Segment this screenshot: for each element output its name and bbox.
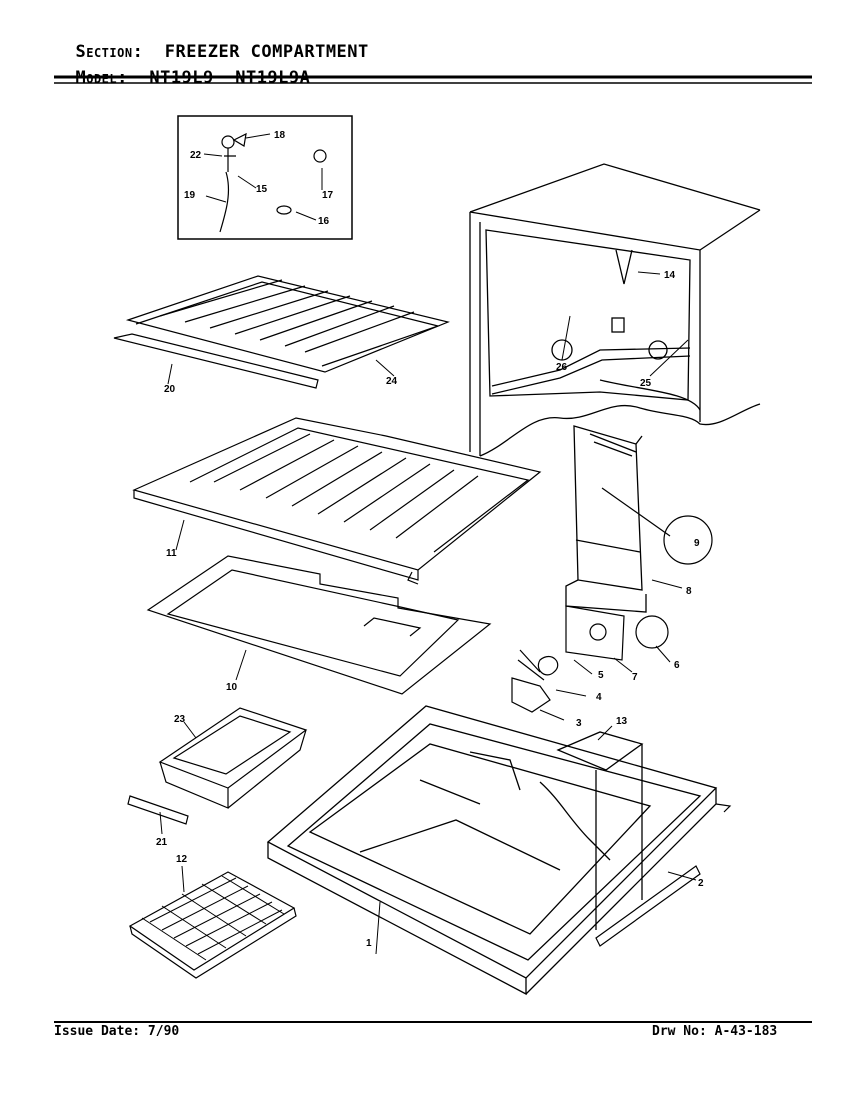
- callout-21: 21: [156, 837, 168, 848]
- screw-callout-9: [663, 515, 713, 565]
- section-title: FREEZER COMPARTMENT: [164, 42, 369, 62]
- callout-14: 14: [664, 270, 676, 281]
- callout-22: 22: [190, 150, 202, 161]
- air-duct-8: [565, 425, 647, 613]
- callout-17: 17: [322, 190, 334, 201]
- callout-26: 26: [556, 362, 568, 373]
- callout-11: 11: [166, 548, 177, 559]
- inset-box: [177, 115, 353, 240]
- callout-6: 6: [674, 660, 680, 671]
- screw-leader-9: [601, 487, 671, 537]
- callout-19: 19: [184, 190, 196, 201]
- callout-1: 1: [366, 938, 372, 949]
- liner-panel-10: [146, 555, 492, 695]
- callout-leaders: [159, 133, 697, 955]
- callout-2: 2: [698, 878, 704, 889]
- callout-20: 20: [164, 384, 176, 395]
- callout-5: 5: [598, 670, 604, 681]
- glass-shelf-11: [132, 417, 542, 585]
- fan-assembly: [511, 605, 669, 713]
- freezer-tray-23: [158, 707, 308, 809]
- callout-7: 7: [632, 672, 638, 683]
- callout-15: 15: [256, 184, 268, 195]
- callout-18: 18: [274, 130, 286, 141]
- shelf-rail-20: [113, 333, 319, 389]
- wire-shelf-24: [125, 275, 450, 373]
- callout-9: 9: [694, 538, 700, 549]
- callout-25: 25: [640, 378, 652, 389]
- tray-rail-21: [127, 795, 189, 825]
- callout-8: 8: [686, 586, 692, 597]
- freezer-floor-pan-1: [266, 705, 718, 996]
- issue-date: Issue Date: 7/90: [54, 1024, 180, 1039]
- callout-13: 13: [616, 716, 628, 727]
- section-header: Section: FREEZER COMPARTMENT: [54, 22, 369, 62]
- freezer-cabinet: [469, 163, 761, 457]
- frame-rail-2: [595, 803, 732, 947]
- callout-3: 3: [576, 718, 582, 729]
- callout-16: 16: [318, 216, 330, 227]
- callout-23: 23: [174, 714, 186, 725]
- callout-10: 10: [226, 682, 238, 693]
- callout-24: 24: [386, 376, 398, 387]
- callout-12: 12: [176, 854, 188, 865]
- ice-tray-12: [128, 871, 297, 979]
- section-label: Section:: [75, 42, 144, 62]
- drawing-number: Drw No: A-43-183: [652, 1024, 778, 1039]
- callout-4: 4: [596, 692, 602, 703]
